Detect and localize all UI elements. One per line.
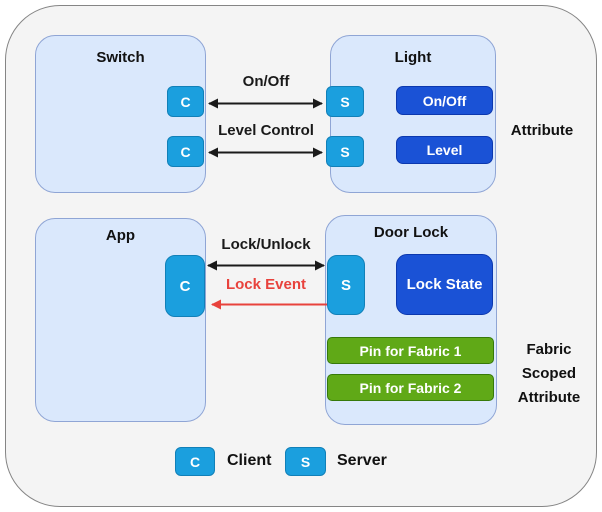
light-title: Light: [394, 49, 432, 66]
fabric-scoped-attribute-annotation: Fabric Scoped Attribute: [504, 338, 594, 410]
fabric-annotation-line-1: Fabric: [526, 341, 572, 358]
app-title: App: [105, 227, 136, 244]
onoff-attribute: On/Off: [396, 86, 493, 115]
light-level-server-badge: S: [326, 136, 364, 167]
fabric-annotation-line-2: Scoped: [521, 365, 577, 382]
light-onoff-server-badge: S: [326, 86, 364, 117]
pin-fabric-2-attribute: Pin for Fabric 2: [327, 374, 494, 401]
legend-server-label: Server: [337, 452, 387, 469]
app-client-badge: C: [165, 255, 205, 317]
legend-client-badge: C: [175, 447, 215, 476]
fabric-annotation-line-3: Attribute: [517, 389, 581, 406]
legend-server-badge: S: [285, 447, 326, 476]
pin-fabric-1-attribute: Pin for Fabric 1: [327, 337, 494, 364]
switch-title: Switch: [96, 49, 145, 66]
door-lock-title: Door Lock: [373, 224, 449, 241]
switch-level-client-badge: C: [167, 136, 204, 167]
door-lock-server-badge: S: [327, 255, 365, 315]
onoff-arrow-label: On/Off: [242, 73, 290, 90]
legend-client-label: Client: [227, 452, 272, 469]
lock-event-arrow-label: Lock Event: [225, 276, 307, 293]
level-control-arrow-label: Level Control: [218, 122, 314, 139]
level-attribute: Level: [396, 136, 493, 164]
app-node: App: [35, 218, 206, 422]
lock-state-attribute: Lock State: [396, 254, 493, 315]
switch-onoff-client-badge: C: [167, 86, 204, 117]
lock-unlock-arrow-label: Lock/Unlock: [221, 236, 311, 253]
attribute-annotation: Attribute: [510, 122, 574, 139]
